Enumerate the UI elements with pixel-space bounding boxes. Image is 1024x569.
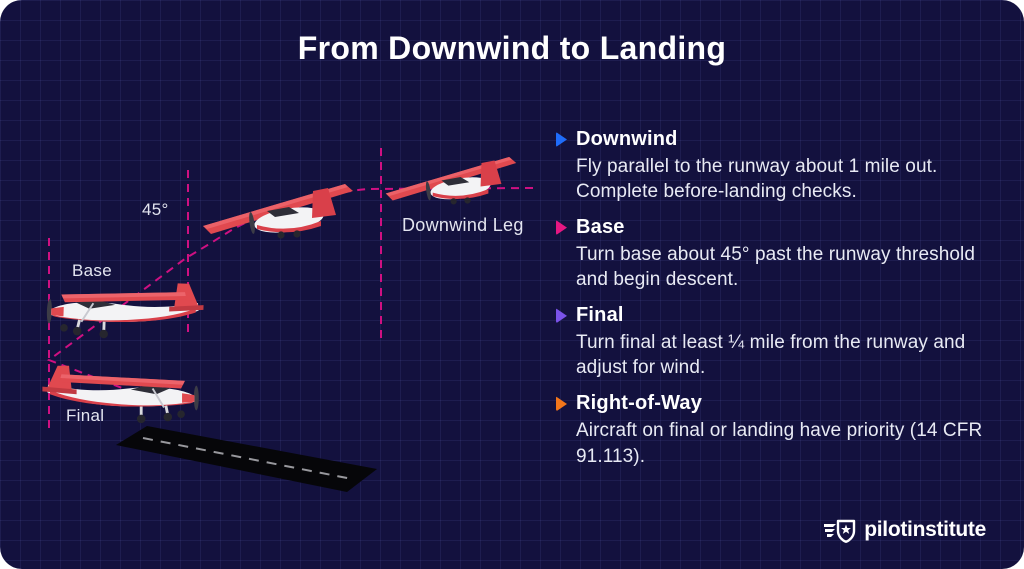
runway-graphic xyxy=(116,426,377,492)
plane-downwind xyxy=(385,156,517,205)
legend-list: Downwind Fly parallel to the runway abou… xyxy=(556,128,994,481)
brand-logo: pilotinstitute xyxy=(823,516,986,543)
plane-turning xyxy=(203,184,353,239)
label-downwind-leg: Downwind Leg xyxy=(402,215,524,235)
legend-body: Turn final at least ¼ mile from the runw… xyxy=(576,332,966,379)
legend-item-final: Final Turn final at least ¼ mile from th… xyxy=(556,304,994,380)
legend-body: Fly parallel to the runway about 1 mile … xyxy=(576,156,938,203)
triangle-bullet-icon xyxy=(556,220,567,236)
legend-heading: Final xyxy=(576,304,624,327)
label-base: Base xyxy=(72,261,112,280)
legend-item-content: Downwind Fly parallel to the runway abou… xyxy=(576,128,994,204)
legend-item-content: Final Turn final at least ¼ mile from th… xyxy=(576,304,994,380)
legend-heading: Base xyxy=(576,216,625,239)
legend-heading: Downwind xyxy=(576,128,678,150)
legend-heading: Right-of-Way xyxy=(576,392,703,415)
legend-item-base: Base Turn base about 45° past the runway… xyxy=(556,216,994,292)
legend-item-right-of-way: Right-of-Way Aircraft on final or landin… xyxy=(556,392,994,468)
plane-base xyxy=(44,277,206,344)
triangle-bullet-icon xyxy=(556,132,567,147)
legend-item-downwind: Downwind Fly parallel to the runway abou… xyxy=(556,128,994,204)
pilot-institute-badge-icon xyxy=(824,519,856,543)
legend-body: Aircraft on final or landing have priori… xyxy=(576,420,983,467)
legend-item-content: Right-of-Way Aircraft on final or landin… xyxy=(576,392,994,468)
label-45-degrees: 45° xyxy=(142,200,169,219)
brand-name: pilotinstitute xyxy=(864,517,986,541)
legend-item-content: Base Turn base about 45° past the runway… xyxy=(576,216,994,292)
label-final: Final xyxy=(66,406,105,425)
legend-body: Turn base about 45° past the runway thre… xyxy=(576,244,976,291)
triangle-bullet-icon xyxy=(556,396,567,412)
page-title: From Downwind to Landing xyxy=(297,30,727,66)
triangle-bullet-icon xyxy=(556,308,567,324)
